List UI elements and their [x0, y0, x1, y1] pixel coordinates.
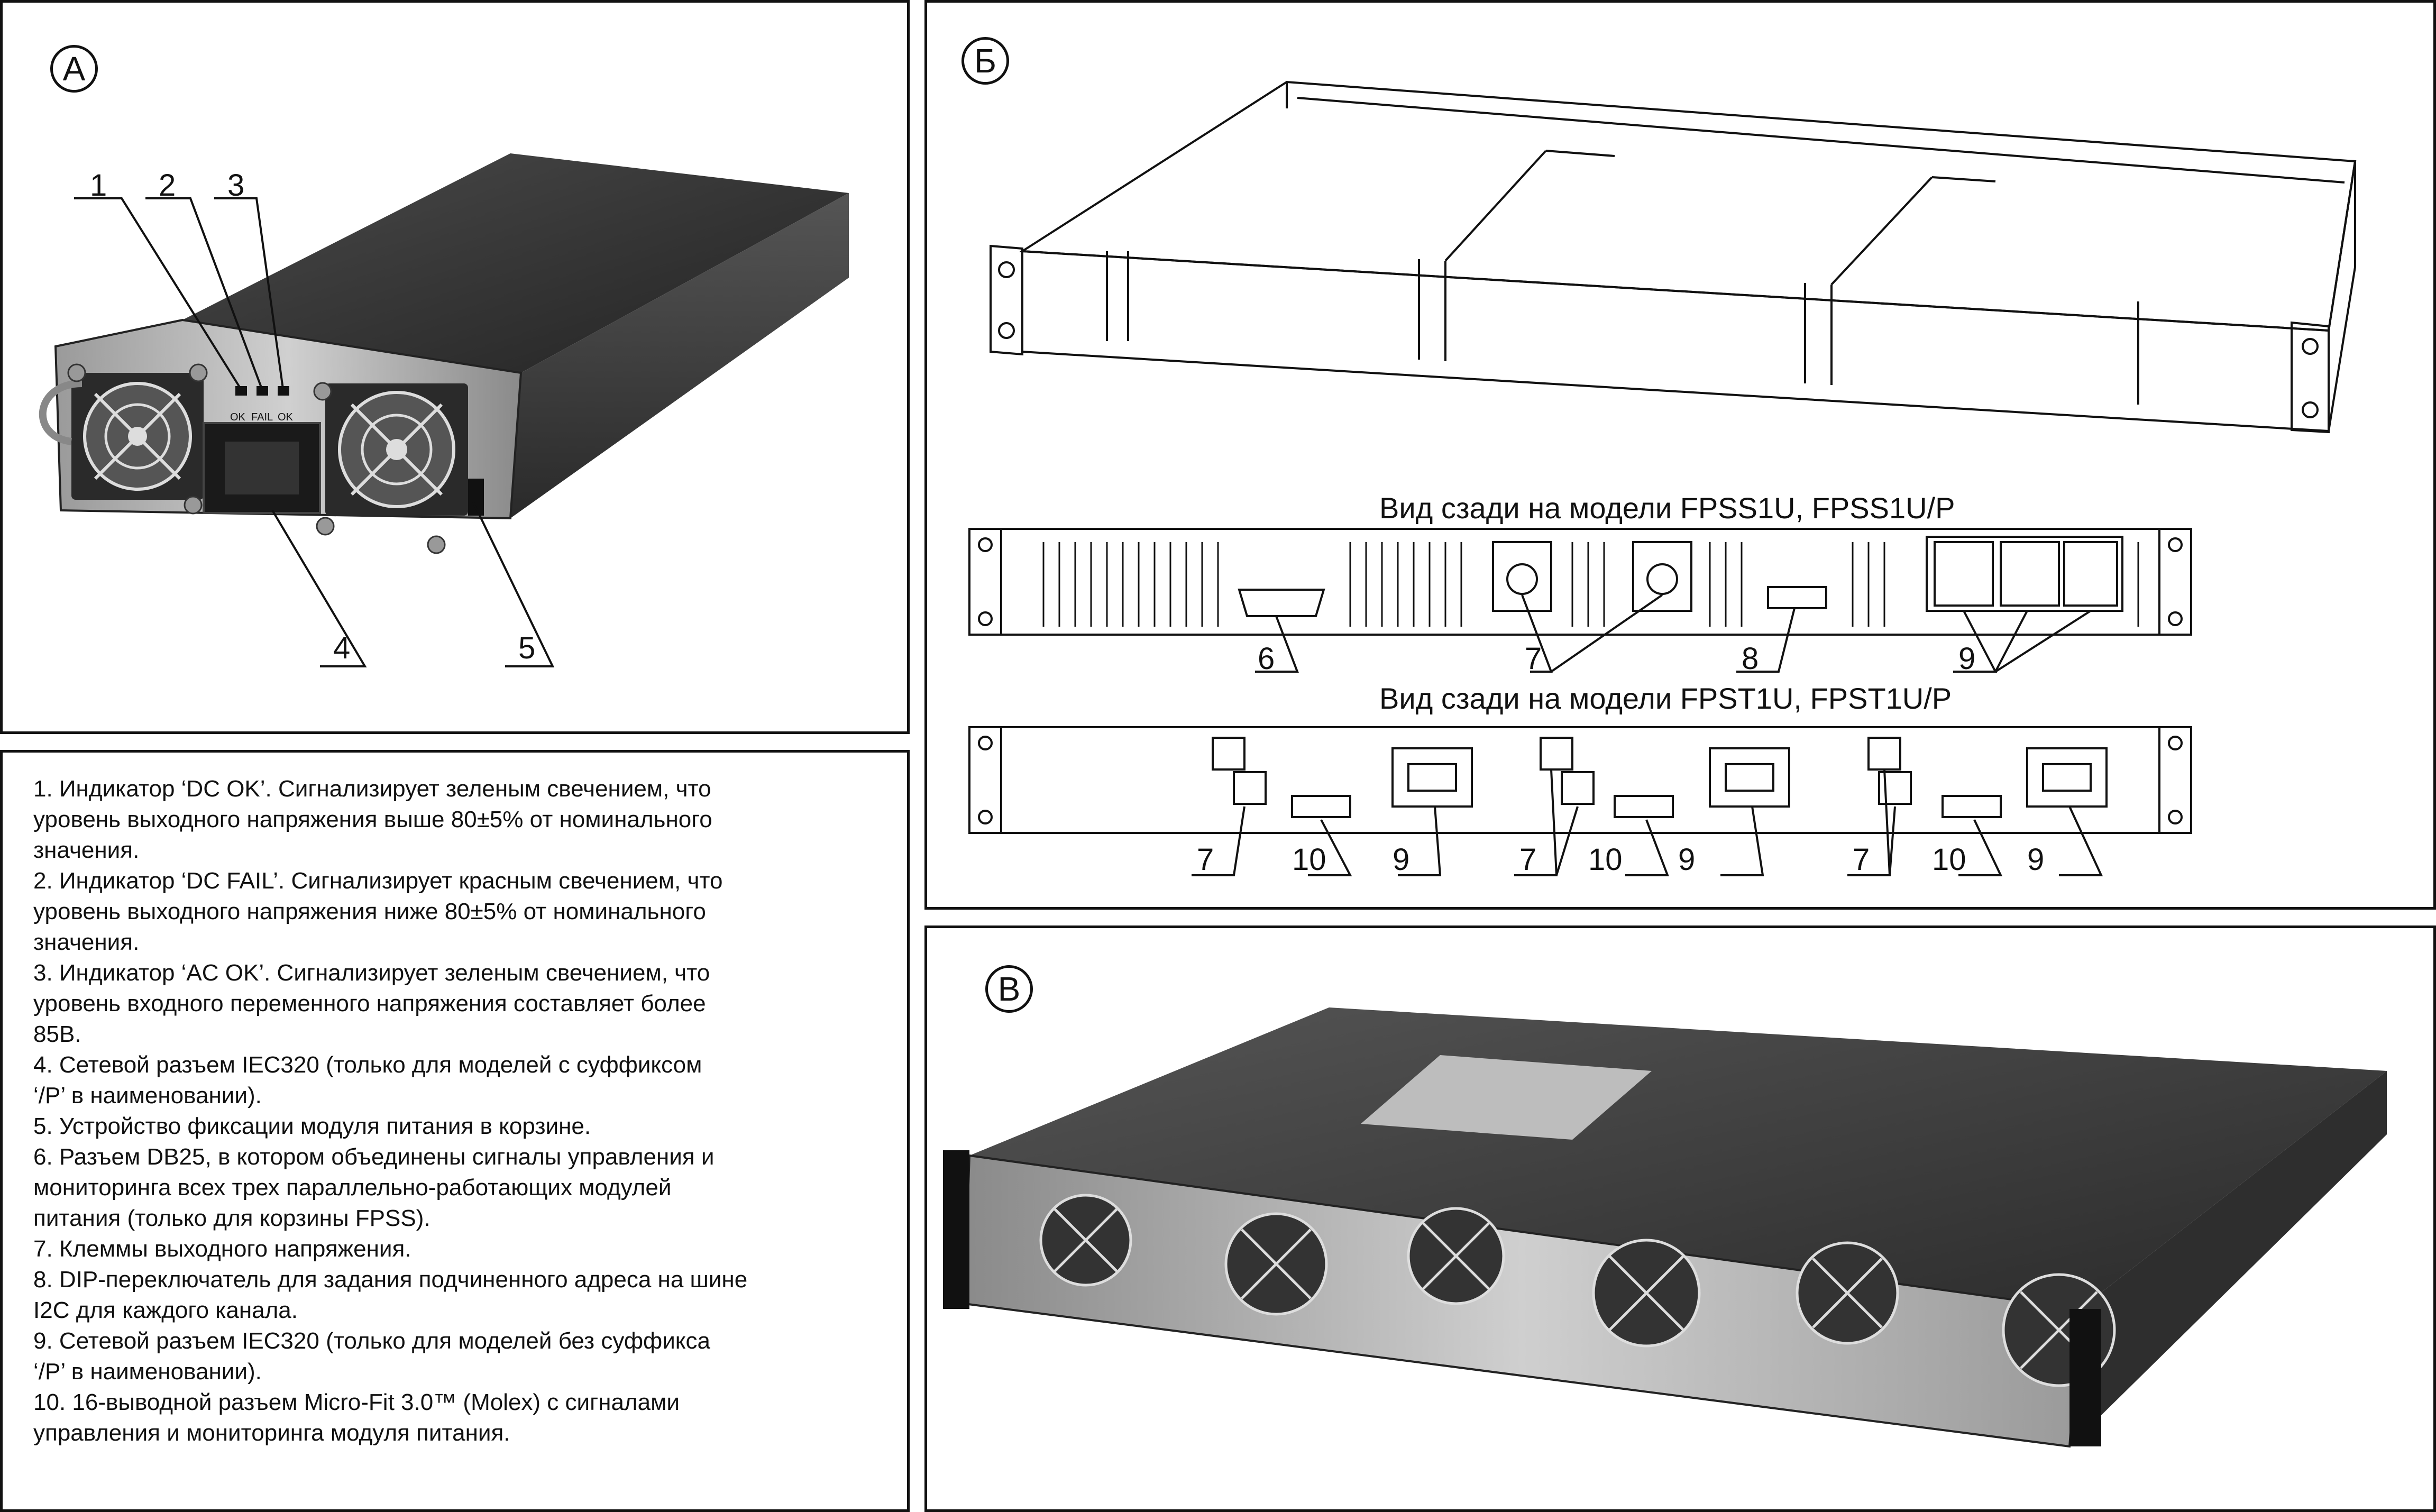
callout-10-b1: 10 — [1292, 842, 1326, 877]
legend-line: питания (только для корзины FPSS). — [33, 1205, 431, 1231]
legend-line: ‘/P’ в наименовании). — [33, 1359, 262, 1385]
panel-a-label: А — [50, 45, 98, 93]
legend-line: ‘/P’ в наименовании). — [33, 1083, 262, 1108]
legend-panel: 1. Индикатор ‘DC OK’. Сигнализирует зеле… — [0, 750, 910, 1512]
chassis-3d-outline — [990, 80, 2357, 434]
module-side-surface — [510, 193, 849, 518]
legend-line: мониторинга всех трех параллельно-работа… — [33, 1175, 672, 1201]
callout-1: 1 — [90, 168, 107, 203]
fan-1-icon — [1039, 1194, 1132, 1287]
legend-list: 1. Индикатор ‘DC OK’. Сигнализирует зеле… — [33, 774, 890, 1449]
led-ac-ok-icon — [278, 386, 289, 396]
callout-7-b2: 7 — [1519, 842, 1536, 877]
callout-8: 8 — [1742, 642, 1759, 676]
callout-9-top: 9 — [1958, 642, 1975, 676]
module-handle — [39, 380, 83, 445]
callout-lines-a — [74, 197, 555, 667]
panel-v-label: В — [985, 965, 1033, 1013]
legend-line: уровень выходного напряжения выше 80±5% … — [33, 807, 712, 832]
callout-3: 3 — [227, 168, 244, 203]
led-dc-ok-icon — [235, 386, 247, 396]
right-fan-icon — [325, 383, 468, 516]
callout-2: 2 — [159, 168, 176, 203]
screws — [67, 363, 446, 554]
callout-lines-b-bottom — [1192, 769, 2103, 876]
callout-7-top: 7 — [1525, 642, 1542, 676]
callout-5: 5 — [518, 631, 535, 665]
led-label-3: OK — [278, 411, 294, 423]
legend-line: значения. — [33, 837, 140, 863]
legend-line: 2. Индикатор ‘DC FAIL’. Сигнализирует кр… — [33, 868, 723, 894]
chassis-rack-ears — [943, 1150, 2101, 1446]
callout-7-b1: 7 — [1197, 842, 1214, 877]
legend-line: 4. Сетевой разъем IEC320 (только для мод… — [33, 1052, 702, 1078]
legend-line: 8. DIP-переключатель для задания подчине… — [33, 1267, 748, 1293]
callout-9-b2: 9 — [1678, 842, 1695, 877]
legend-line: уровень входного переменного напряжения … — [33, 991, 706, 1016]
chassis-top-surface — [969, 1007, 2387, 1309]
status-leds: OK FAIL OK — [230, 386, 294, 423]
legend-line: 7. Клеммы выходного напряжения. — [33, 1236, 411, 1262]
chassis-photo-illustration — [943, 1007, 2387, 1448]
caption-fpss: Вид сзади на модели FPSS1U, FPSS1U/P — [1379, 491, 1955, 525]
legend-line: 6. Разъем DB25, в котором объединены сиг… — [33, 1144, 715, 1170]
led-label-1: OK — [230, 411, 246, 423]
ac-inlet-icon — [203, 422, 321, 514]
led-dc-fail-icon — [257, 386, 268, 396]
callout-9-b1: 9 — [1393, 842, 1409, 877]
callout-10-b2: 10 — [1588, 842, 1623, 877]
power-module-illustration: OK FAIL OK 1 2 3 — [39, 153, 849, 667]
fan-3-icon — [1407, 1207, 1505, 1305]
legend-line: 85В. — [33, 1021, 81, 1047]
legend-line: управления и мониторинга модуля питания. — [33, 1420, 510, 1446]
chassis-label-plate — [1361, 1055, 1652, 1140]
rear-panel-fpst — [968, 726, 2192, 834]
legend-line: 9. Сетевой разъем IEC320 (только для мод… — [33, 1328, 711, 1354]
panel-b-label: Б — [961, 37, 1009, 85]
fan-4-icon — [1592, 1239, 1701, 1348]
left-fan-icon — [71, 373, 204, 500]
chassis-side — [2069, 1071, 2387, 1446]
callout-7-b3: 7 — [1853, 842, 1870, 877]
callout-9-b3: 9 — [2027, 842, 2044, 877]
led-label-2: FAIL — [251, 411, 273, 423]
callout-6: 6 — [1258, 642, 1275, 676]
callout-10-b3: 10 — [1932, 842, 1966, 877]
module-top-surface — [182, 153, 849, 373]
legend-line: значения. — [33, 929, 140, 955]
fan-2-icon — [1224, 1212, 1328, 1316]
legend-line: уровень выходного напряжения ниже 80±5% … — [33, 899, 706, 924]
legend-line: 10. 16-выводной разъем Micro-Fit 3.0™ (M… — [33, 1389, 680, 1415]
panel-a-power-module: А — [0, 0, 910, 734]
chassis-line-drawings: Вид сзади на модели FPSS1U, FPSS1U/P — [968, 80, 2357, 877]
caption-fpst: Вид сзади на модели FPST1U, FPST1U/P — [1379, 682, 1952, 715]
legend-line: I2C для каждого канала. — [33, 1297, 298, 1323]
callout-lines-b-top — [1255, 594, 2092, 673]
legend-line: 5. Устройство фиксации модуля питания в … — [33, 1113, 591, 1139]
fpss-vent-slots — [1042, 542, 2139, 627]
legend-line: 1. Индикатор ‘DC OK’. Сигнализирует зеле… — [33, 776, 711, 802]
panel-v-chassis-photo: В — [924, 925, 2436, 1512]
legend-line: 3. Индикатор ‘AC OK’. Сигнализирует зеле… — [33, 960, 710, 986]
fan-5-icon — [1796, 1241, 1899, 1345]
panel-b-chassis-drawings: Б — [924, 0, 2436, 910]
callout-4: 4 — [333, 631, 350, 665]
rear-panel-fpss — [968, 528, 2192, 636]
